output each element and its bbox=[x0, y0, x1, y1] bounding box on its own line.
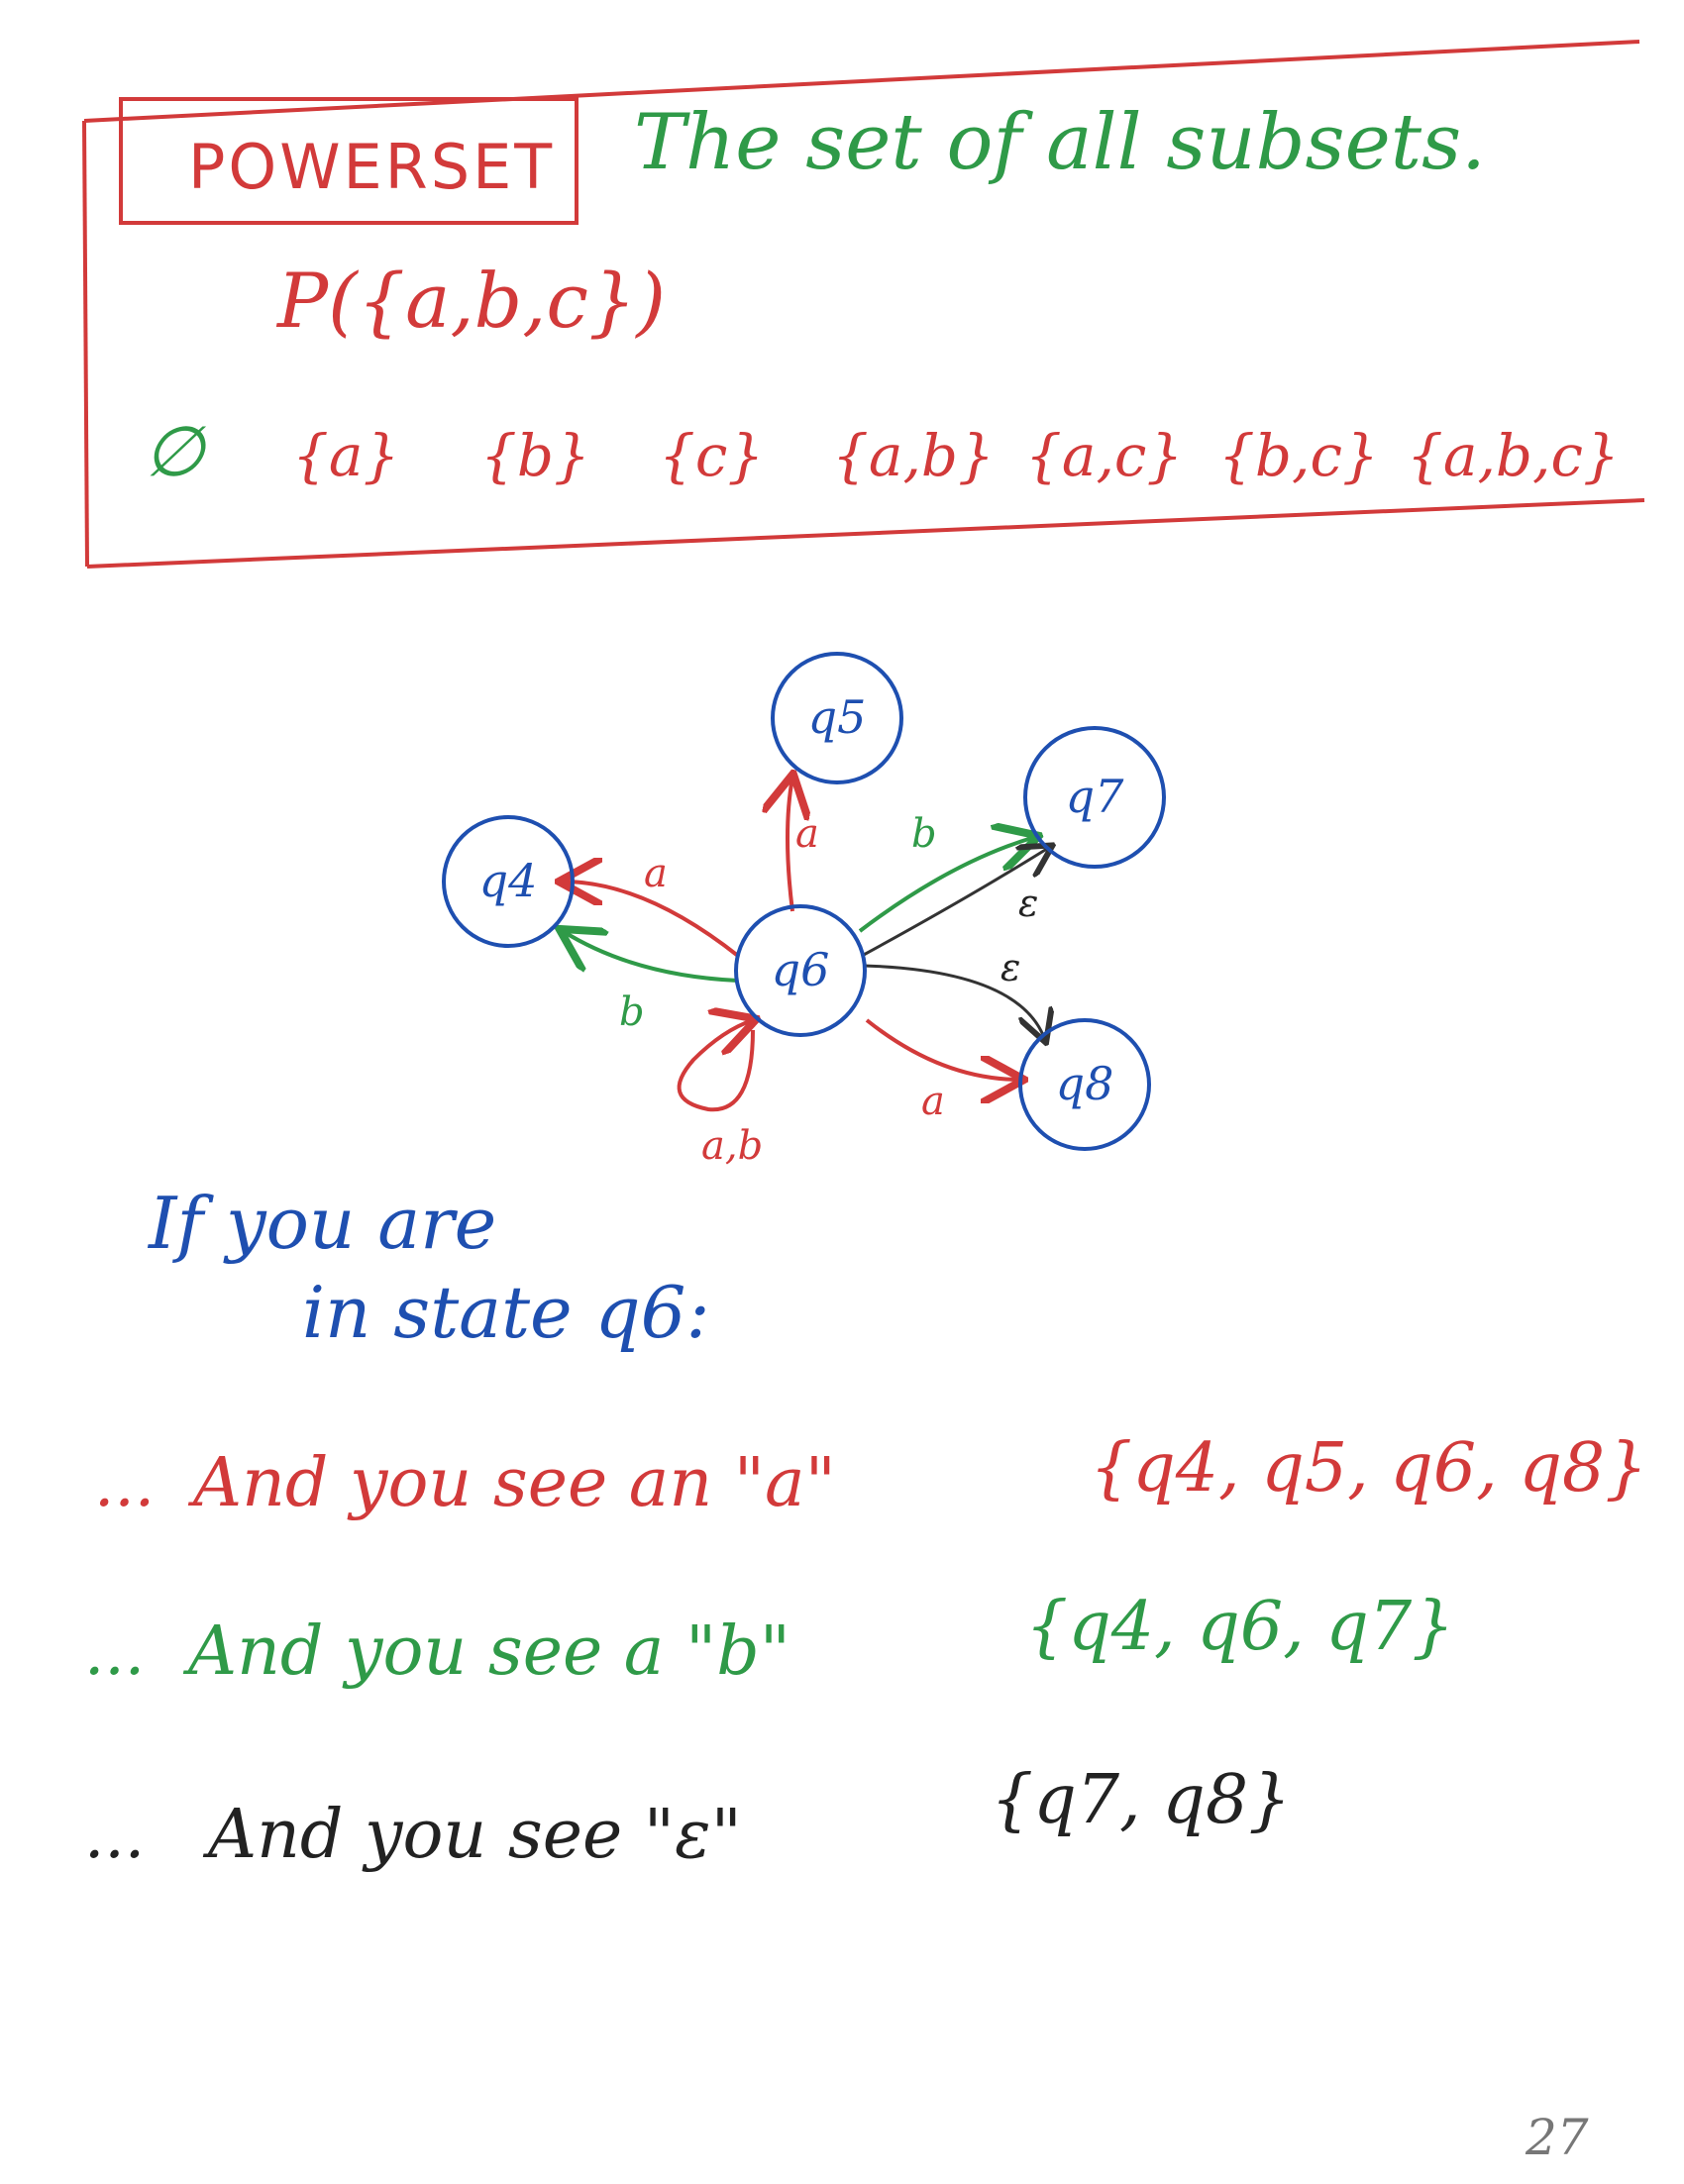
intro-line-2: in state q6: bbox=[302, 1271, 710, 1354]
edge-q6-q7-eps bbox=[861, 847, 1050, 958]
subset-list: ∅ {a} {b} {c} {a,b} {a,c} {b,c} {a,b,c} bbox=[144, 411, 1620, 492]
edge-q6-q7-b bbox=[858, 837, 1035, 933]
case-result: {q4, q5, q6, q8} bbox=[1090, 1429, 1647, 1508]
case-result: {q7, q8} bbox=[991, 1761, 1291, 1839]
edge-q6-q8-a bbox=[865, 1018, 1020, 1080]
subset-item: {a,b} bbox=[832, 422, 995, 489]
box-left-border bbox=[82, 120, 89, 568]
state-circle bbox=[1023, 726, 1166, 869]
state-circle bbox=[1018, 1018, 1151, 1151]
state-label: q4 bbox=[479, 854, 538, 907]
label-q6-q8-eps: ε bbox=[1000, 946, 1020, 989]
powerset-box: POWERSET The set of all subsets. P({a,b,… bbox=[82, 40, 1645, 569]
edge-q6-q5 bbox=[788, 778, 792, 912]
state-q4: q4 bbox=[442, 815, 575, 948]
state-label: q6 bbox=[772, 943, 830, 996]
subset-item: {a,b,c} bbox=[1407, 422, 1620, 489]
subset-item: {c} bbox=[659, 422, 764, 489]
label-q6-q8-a: a bbox=[921, 1079, 945, 1124]
box-top-border bbox=[83, 40, 1640, 123]
case-text: And you see an "a" bbox=[187, 1444, 836, 1522]
box-bottom-border bbox=[86, 498, 1645, 569]
powerset-definition: The set of all subsets. bbox=[634, 98, 1486, 187]
label-q6-self: a,b bbox=[701, 1123, 763, 1169]
subset-item: ∅ bbox=[144, 411, 207, 492]
edge-q6-q8-eps bbox=[863, 964, 1045, 1040]
case-prefix: ... bbox=[84, 1800, 145, 1873]
state-circle bbox=[771, 652, 903, 784]
subset-item: {b} bbox=[480, 422, 590, 489]
state-q6: q6 bbox=[734, 904, 867, 1037]
label-q6-q5: a bbox=[795, 811, 819, 857]
page-number: 27 bbox=[1525, 2109, 1589, 2166]
explanation: If you are in state q6: ... And you see … bbox=[84, 1182, 1647, 1874]
case-prefix: ... bbox=[84, 1616, 145, 1690]
case-prefix: ... bbox=[94, 1448, 155, 1521]
subset-item: {b,c} bbox=[1218, 422, 1379, 489]
case-a: ... And you see an "a" {q4, q5, q6, q8} bbox=[94, 1429, 1647, 1522]
subset-item: {a,c} bbox=[1025, 422, 1183, 489]
powerset-expression: P({a,b,c}) bbox=[275, 257, 666, 345]
case-text: And you see "ε" bbox=[202, 1796, 742, 1874]
case-result: {q4, q6, q7} bbox=[1025, 1588, 1454, 1666]
state-label: q8 bbox=[1056, 1057, 1114, 1110]
edge-q6-q4-a bbox=[563, 882, 740, 958]
label-q6-q4-b: b bbox=[619, 989, 645, 1035]
edge-q6-self bbox=[677, 1020, 753, 1112]
intro-line-1: If you are bbox=[147, 1182, 496, 1265]
powerset-title-frame bbox=[119, 97, 579, 225]
subset-item: {a} bbox=[292, 422, 399, 489]
state-label: q7 bbox=[1066, 770, 1124, 823]
state-diagram: a b a b ε ε a a,b q4 q5 q6 q7 q8 bbox=[442, 652, 1166, 1169]
state-q7: q7 bbox=[1023, 726, 1166, 869]
edge-q6-q4-b bbox=[563, 931, 739, 983]
label-q6-q7-b: b bbox=[911, 811, 937, 857]
state-q5: q5 bbox=[771, 652, 903, 784]
label-q6-q4-a: a bbox=[644, 851, 668, 896]
case-eps: ... And you see "ε" {q7, q8} bbox=[84, 1761, 1291, 1874]
case-text: And you see a "b" bbox=[182, 1612, 790, 1691]
label-q6-q7-eps: ε bbox=[1018, 882, 1038, 925]
case-b: ... And you see a "b" {q4, q6, q7} bbox=[84, 1588, 1454, 1691]
state-circle bbox=[442, 815, 575, 948]
state-circle bbox=[734, 904, 867, 1037]
powerset-title: POWERSET bbox=[188, 131, 555, 203]
state-label: q5 bbox=[808, 690, 867, 744]
state-q8: q8 bbox=[1018, 1018, 1151, 1151]
